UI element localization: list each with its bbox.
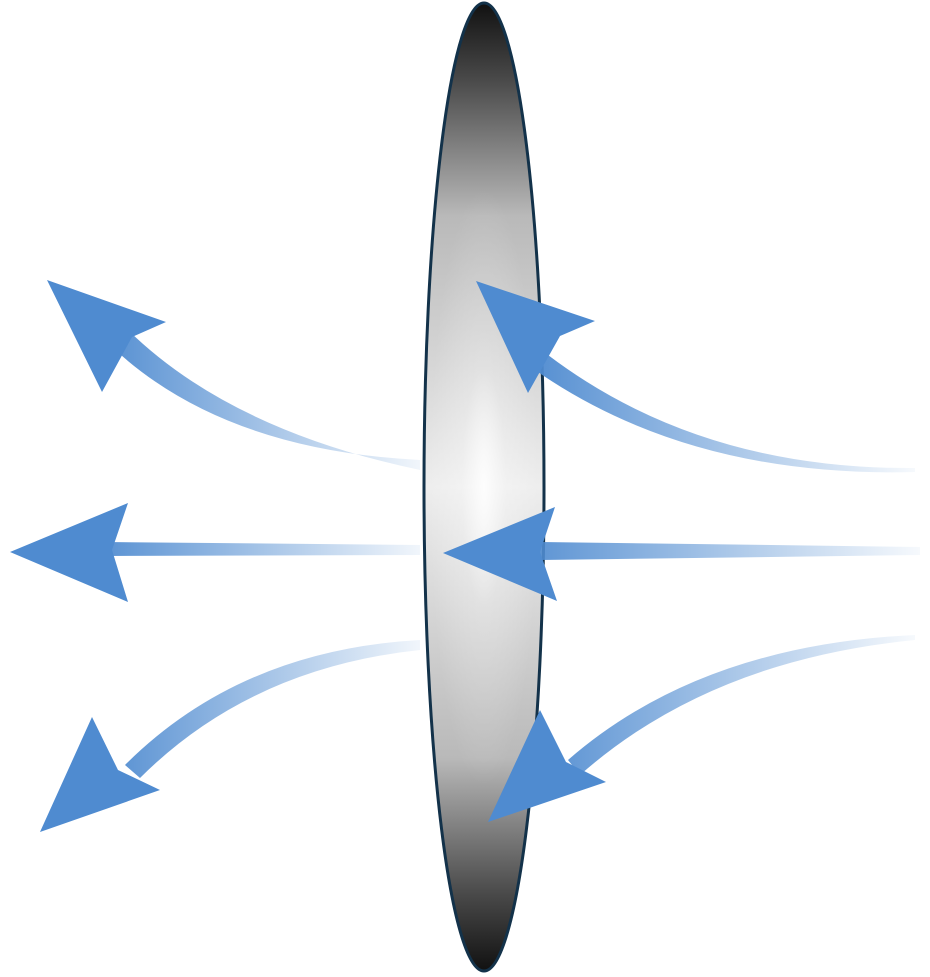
outgoing-ray-bottom-arrow-icon — [40, 640, 420, 832]
outgoing-rays — [10, 280, 420, 832]
incoming-ray-bottom-arrow-icon — [488, 635, 915, 822]
outgoing-ray-middle-arrow-icon — [10, 503, 420, 602]
lens-icon — [424, 3, 544, 971]
outgoing-ray-top-arrow-icon — [47, 280, 420, 470]
